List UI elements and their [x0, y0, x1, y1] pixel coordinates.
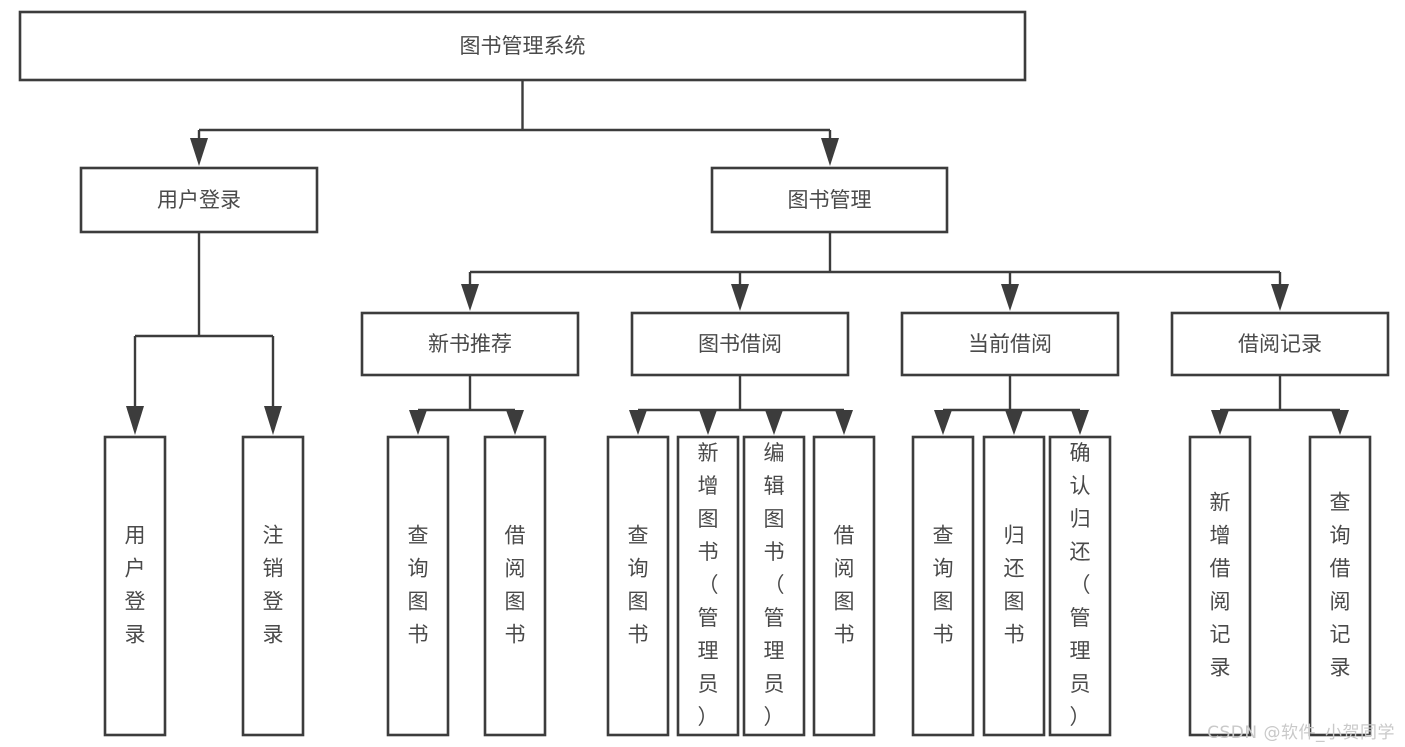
leaf-bb-borrow-book-label: 借阅图书	[834, 524, 855, 647]
leaf-nb-borrow-book[interactable]: 借阅图书	[483, 435, 547, 737]
node-book-borrow[interactable]: 图书借阅	[630, 311, 850, 377]
node-borrow-record[interactable]: 借阅记录	[1170, 311, 1390, 377]
leaf-cb-confirm-return-admin[interactable]: 确认归还（管理员）	[1048, 435, 1112, 737]
leaf-nb-borrow-book-box[interactable]	[483, 435, 547, 737]
arrow-head-bb-leaf-3	[765, 410, 783, 435]
leaf-br-add-record[interactable]: 新增借阅记录	[1188, 435, 1252, 737]
leaf-cb-query-book-label: 查询图书	[933, 524, 954, 647]
leaf-cb-confirm-return-admin-box[interactable]	[1048, 435, 1112, 737]
connector-layer	[126, 80, 1349, 435]
leaf-cb-query-book[interactable]: 查询图书	[911, 435, 975, 737]
node-book-borrow-box[interactable]	[630, 311, 850, 377]
arrow-head-leaf-user-login	[126, 406, 144, 435]
arrow-head-nb-leaf-2	[506, 410, 524, 435]
leaf-nb-query-book-box[interactable]	[386, 435, 450, 737]
leaf-bb-edit-book-admin[interactable]: 编辑图书（管理员）	[742, 435, 806, 737]
leaf-logout[interactable]: 注销登录	[241, 435, 305, 737]
leaf-cb-return-book-label: 归还图书	[1004, 524, 1025, 647]
leaf-user-login-label: 用户登录	[125, 524, 146, 647]
leaf-bb-add-book-admin[interactable]: 新增图书（管理员）	[676, 435, 740, 737]
arrow-head-cb-leaf-3	[1071, 410, 1089, 435]
leaf-br-add-record-box[interactable]	[1188, 435, 1252, 737]
leaf-bb-query-book-box[interactable]	[606, 435, 670, 737]
node-current-borrow[interactable]: 当前借阅	[900, 311, 1120, 377]
leaf-user-login-box[interactable]	[103, 435, 167, 737]
arrow-head-bb-leaf-4	[835, 410, 853, 435]
leaf-cb-return-book-box[interactable]	[982, 435, 1046, 737]
arrow-head-borrow-record	[1271, 284, 1289, 311]
node-user-login[interactable]: 用户登录	[79, 166, 319, 234]
node-root-box[interactable]	[18, 10, 1027, 82]
arrow-head-br-leaf-1	[1211, 410, 1229, 435]
arrow-head-bb-leaf-1	[629, 410, 647, 435]
arrow-head-user-login	[190, 138, 208, 166]
arrow-head-book-borrow	[731, 284, 749, 311]
node-book-management-label: 图书管理	[788, 188, 872, 212]
leaf-nb-query-book-label: 查询图书	[408, 524, 429, 647]
leaf-logout-label: 注销登录	[263, 524, 284, 647]
leaf-user-login[interactable]: 用户登录	[103, 435, 167, 737]
node-new-book-recommend[interactable]: 新书推荐	[360, 311, 580, 377]
leaf-bb-query-book[interactable]: 查询图书	[606, 435, 670, 737]
leaf-nb-query-book[interactable]: 查询图书	[386, 435, 450, 737]
node-new-book-recommend-box[interactable]	[360, 311, 580, 377]
node-current-borrow-label: 当前借阅	[968, 332, 1052, 356]
node-book-management-box[interactable]	[710, 166, 949, 234]
leaf-bb-edit-book-admin-box[interactable]	[742, 435, 806, 737]
arrow-head-bb-leaf-2	[699, 410, 717, 435]
leaf-logout-box[interactable]	[241, 435, 305, 737]
arrow-head-current-borrow	[1001, 284, 1019, 311]
leaf-cb-query-book-box[interactable]	[911, 435, 975, 737]
leaf-br-add-record-label: 新增借阅记录	[1210, 491, 1231, 680]
node-borrow-record-box[interactable]	[1170, 311, 1390, 377]
node-new-book-recommend-label: 新书推荐	[428, 332, 512, 356]
node-borrow-record-label: 借阅记录	[1238, 332, 1322, 356]
node-book-management[interactable]: 图书管理	[710, 166, 949, 234]
leaf-nb-borrow-book-label: 借阅图书	[505, 524, 526, 647]
arrow-head-br-leaf-2	[1331, 410, 1349, 435]
node-current-borrow-box[interactable]	[900, 311, 1120, 377]
leaf-cb-return-book[interactable]: 归还图书	[982, 435, 1046, 737]
leaf-layer: 用户登录 注销登录 查询图书 借阅图书 查询图书 新增图书	[103, 435, 1372, 737]
csdn-watermark: CSDN @软件_小贺同学	[1207, 723, 1395, 743]
leaf-cb-confirm-return-admin-label: 确认归还（管理员）	[1070, 441, 1091, 729]
node-user-login-label: 用户登录	[157, 188, 241, 212]
arrow-head-cb-leaf-2	[1005, 410, 1023, 435]
node-root[interactable]: 图书管理系统	[18, 10, 1027, 82]
leaf-bb-query-book-label: 查询图书	[628, 524, 649, 647]
leaf-bb-borrow-book[interactable]: 借阅图书	[812, 435, 876, 737]
node-user-login-box[interactable]	[79, 166, 319, 234]
node-book-borrow-label: 图书借阅	[698, 332, 782, 356]
arrow-head-cb-leaf-1	[934, 410, 952, 435]
leaf-br-query-record-box[interactable]	[1308, 435, 1372, 737]
arrow-head-nb-leaf-1	[409, 410, 427, 435]
leaf-br-query-record-label: 查询借阅记录	[1330, 491, 1351, 680]
leaf-bb-add-book-admin-box[interactable]	[676, 435, 740, 737]
arrow-head-new-book-recommend	[461, 284, 479, 311]
leaf-bb-add-book-admin-label: 新增图书（管理员）	[698, 441, 719, 729]
leaf-bb-edit-book-admin-label: 编辑图书（管理员）	[764, 441, 785, 729]
arrow-head-book-management	[821, 138, 839, 166]
leaf-bb-borrow-book-box[interactable]	[812, 435, 876, 737]
leaf-br-query-record[interactable]: 查询借阅记录	[1308, 435, 1372, 737]
node-root-label: 图书管理系统	[460, 34, 586, 58]
arrow-head-leaf-logout	[264, 406, 282, 435]
